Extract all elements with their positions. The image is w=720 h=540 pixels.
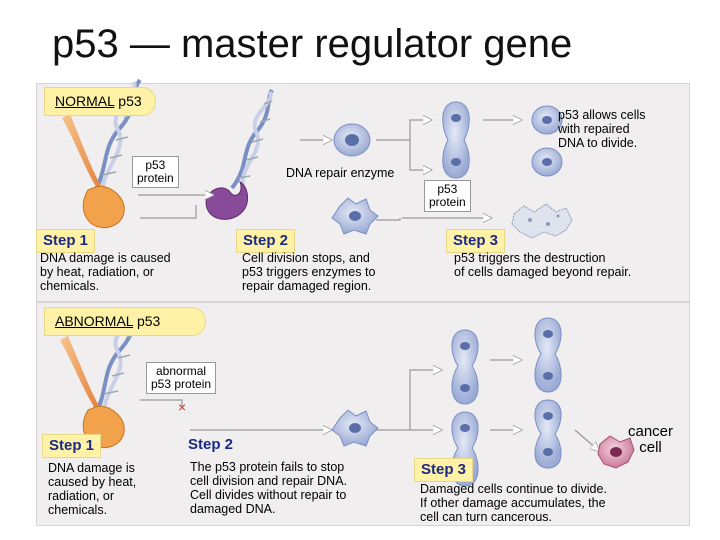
cell-dividing-normal [442,101,470,179]
cell-destroyed [511,203,573,239]
p53-protein-label-right: p53 protein [424,180,471,212]
cell-normal-c [531,147,563,177]
normal-banner-suffix: p53 [114,93,142,109]
abnormal-step1-text: DNA damage is caused by heat, radiation,… [48,461,137,517]
normal-step3-text: p53 triggers the destruction of cells da… [454,251,632,279]
cell-normal-a [333,123,371,157]
abnormal-step3-text: Damaged cells continue to divide. If oth… [420,482,607,524]
abnormal-banner-suffix: p53 [133,313,161,329]
cell-normal-b [531,105,563,135]
normal-connectors [138,120,520,220]
normal-banner-prefix: NORMAL [55,93,115,109]
abnormal-step1-label: Step 1 [42,434,102,458]
damage-arrow-abnormal [60,336,120,438]
normal-step1-label: Step 1 [36,229,96,253]
damage-arrow-normal [62,114,122,218]
normal-p53-banner: NORMAL p53 [44,87,156,116]
abnormal-step2-label: Step 2 [188,436,234,453]
normal-step2-text: Cell division stops, and p53 triggers en… [242,251,376,293]
normal-panel [36,83,690,302]
normal-step2-label: Step 2 [236,229,296,253]
abnormal-step2-text: The p53 protein fails to stop cell divis… [190,460,348,516]
abnormal-p53-protein-label: abnormal p53 protein [146,362,217,394]
p53-protein-blob [82,185,125,228]
abnormal-step3-label: Step 3 [414,458,474,482]
normal-step3-label: Step 3 [446,229,506,253]
blocked-x-mark: × [178,399,186,415]
dna-helix-normal-2 [230,88,274,191]
cell-abnormal-damaged [331,409,379,447]
dna-repair-enzyme-label: DNA repair enzyme [286,166,395,180]
abnormal-p53-banner: ABNORMAL p53 [44,307,206,336]
cancer-cell-shape [597,435,635,469]
p53-allows-text: p53 allows cells with repaired DNA to di… [558,108,646,150]
cell-damaged-normal [331,197,379,235]
abnormal-banner-prefix: ABNORMAL [55,313,134,329]
slide-title: p53 — master regulator gene [52,22,573,66]
normal-step1-text: DNA damage is caused by heat, radiation,… [40,251,171,293]
cell-abnormal-dividing-3 [534,317,562,393]
p53-protein-label: p53 protein [132,156,179,188]
cancer-cell-label: cancer cell [628,423,674,456]
dna-repair-enzyme-shape [205,180,248,220]
cell-abnormal-dividing-1 [451,329,479,405]
cell-abnormal-dividing-4 [534,399,562,469]
abnormal-connectors [140,360,598,450]
